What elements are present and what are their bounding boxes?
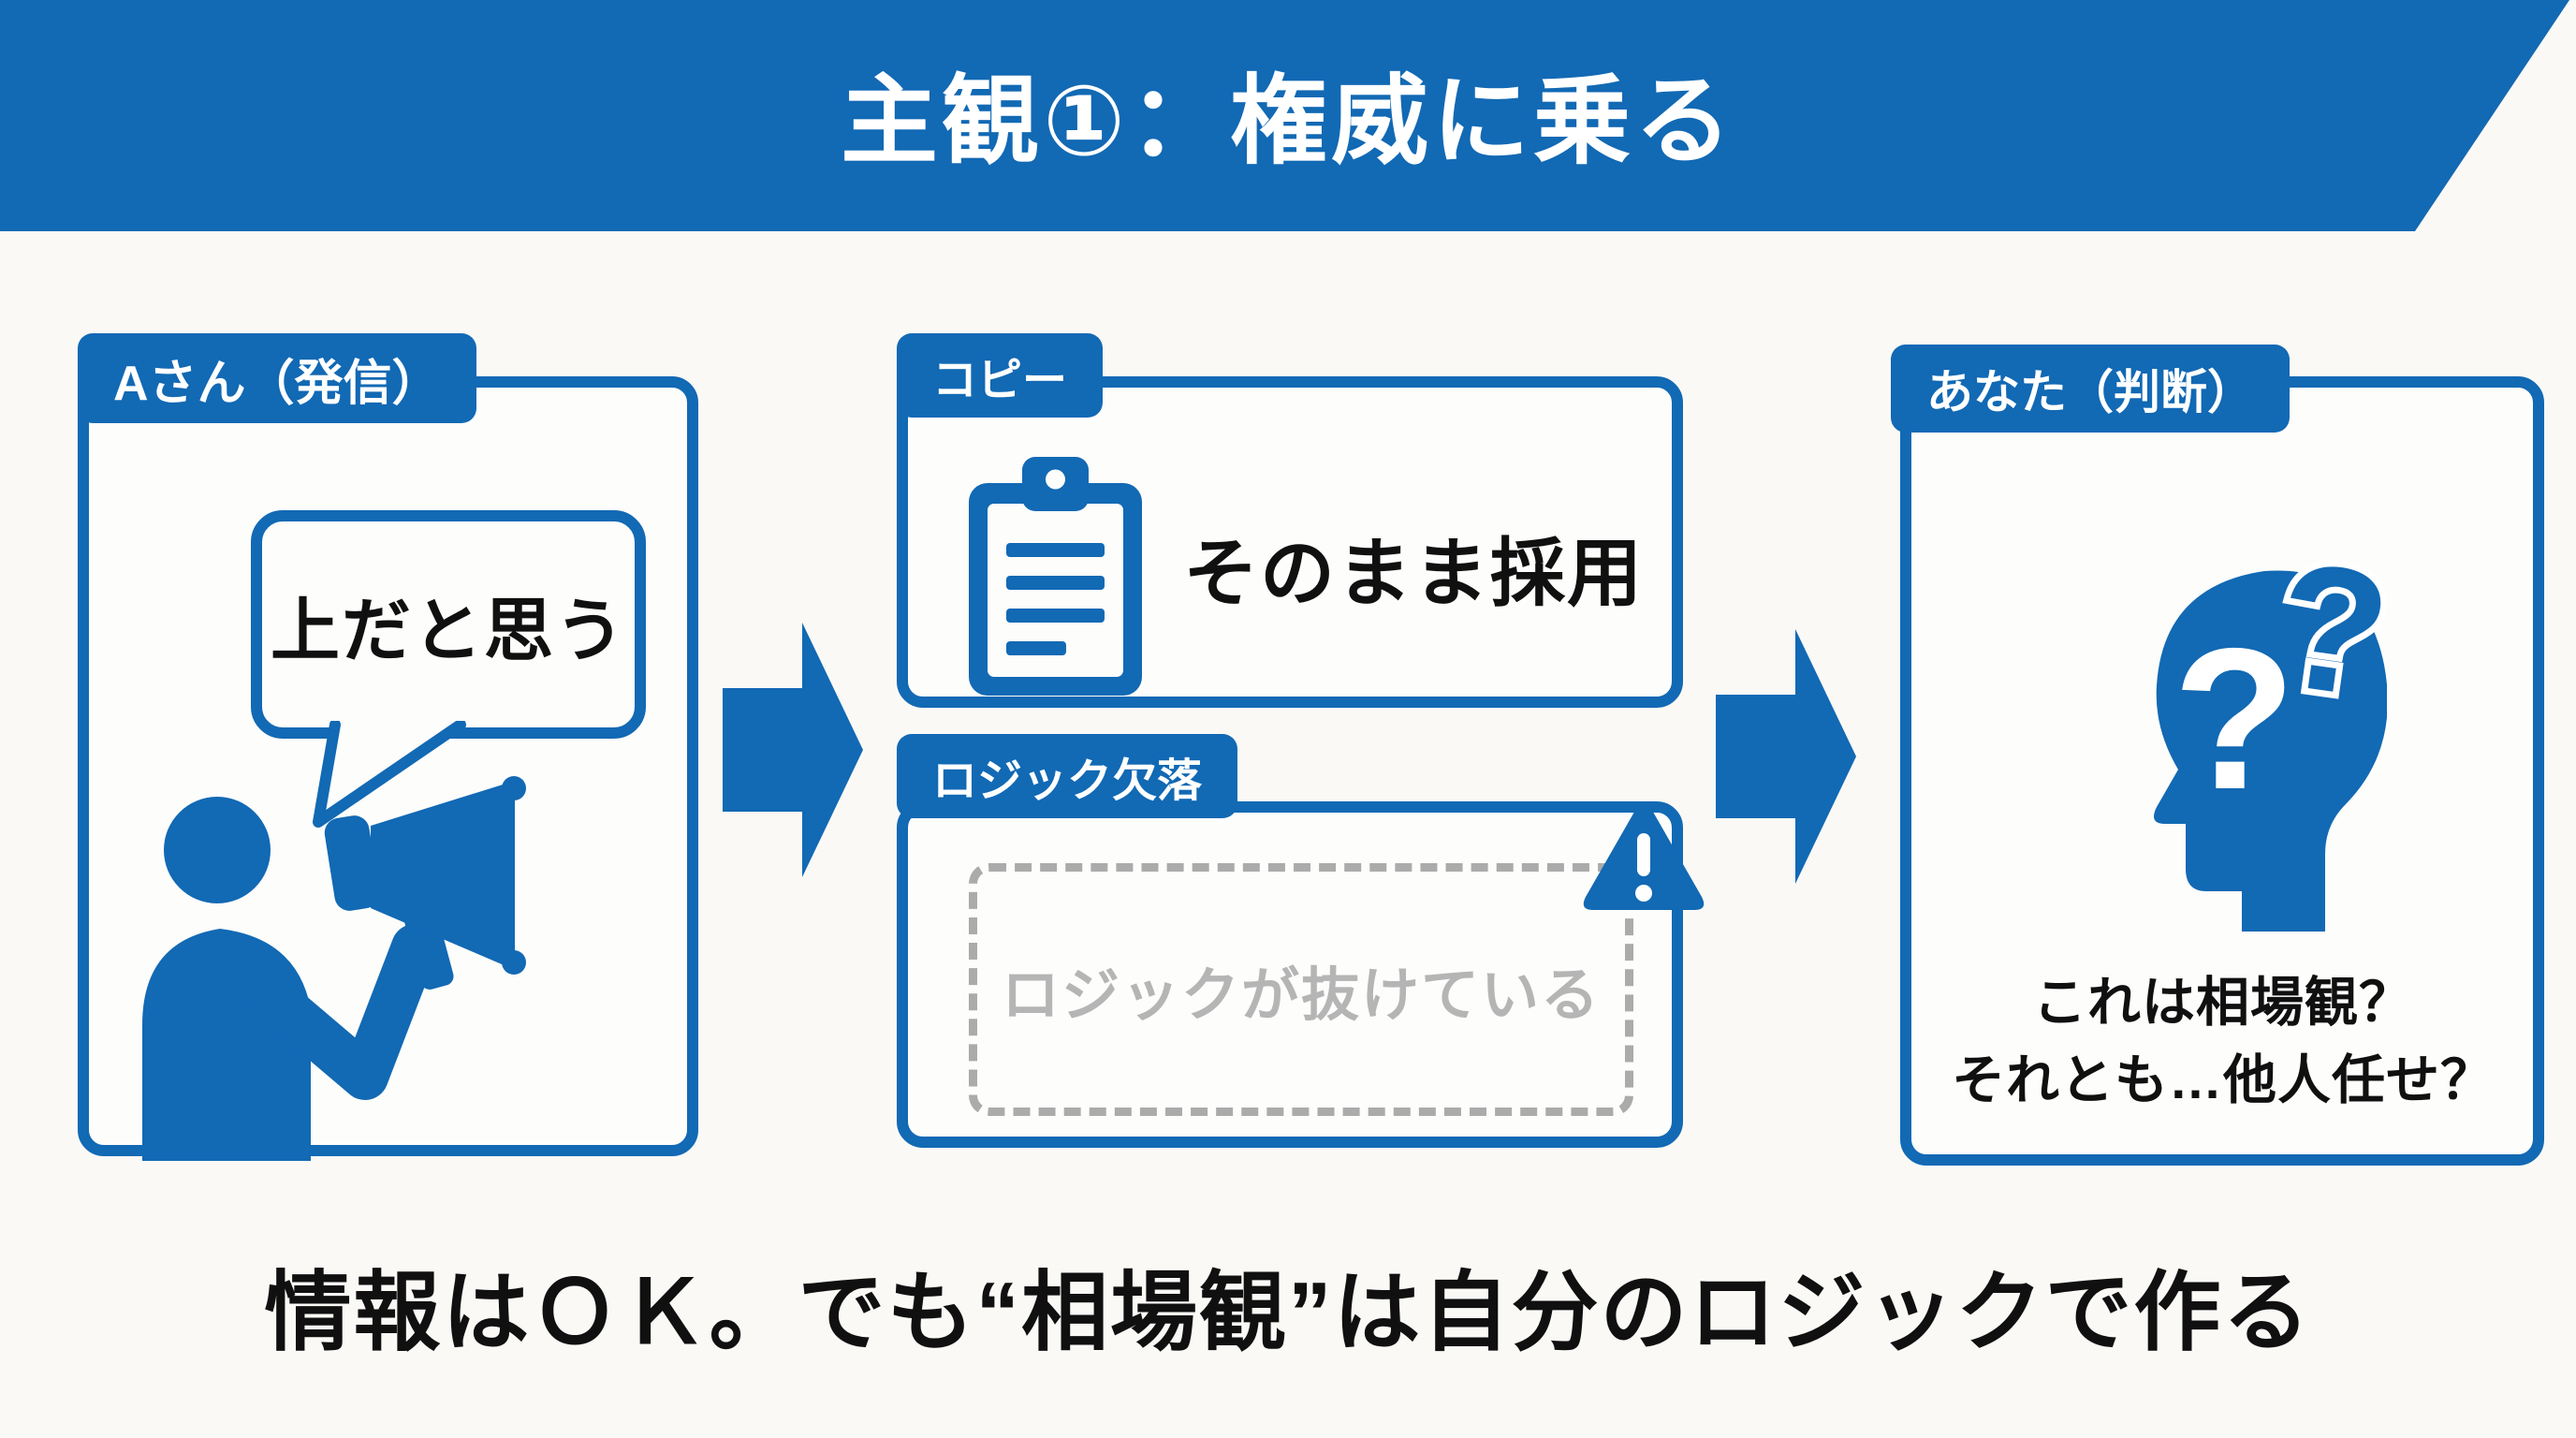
tab-sender: Aさん（発信） [78, 333, 476, 423]
page-title: 主観①：権威に乗る [840, 67, 1736, 176]
flow-arrow-icon [1716, 629, 1856, 884]
person-megaphone-icon [142, 776, 526, 1161]
missing-logic-text: ロジックが抜けている [1001, 963, 1601, 1028]
tab-logic-gap-label: ロジック欠落 [932, 756, 1203, 806]
tab-logic-gap: ロジック欠落 [897, 734, 1238, 818]
tab-you: あなた（判断） [1891, 345, 2290, 433]
takeaway-message: 情報はＯＫ。でも“相場観”は自分のロジックで作る [264, 1264, 2312, 1361]
speech-bubble-tail [313, 721, 466, 828]
tab-you-label: あなた（判断） [1926, 366, 2254, 418]
missing-logic-placeholder-box: ロジックが抜けている [969, 863, 1633, 1116]
tab-copy-label: コピー [932, 356, 1068, 405]
speech-bubble-text: 上だと思う [271, 591, 626, 669]
copy-label: そのまま採用 [1183, 532, 1644, 615]
tab-sender-label: Aさん（発信） [113, 356, 441, 411]
warning-icon [1583, 801, 1705, 910]
head-question-icon: ? ? [2154, 518, 2387, 932]
judgment-question-text: これは相場観？ それとも…他人任せ？ [1924, 964, 2523, 1119]
svg-text:?: ? [2173, 606, 2295, 831]
panel-logic-gap [897, 801, 1683, 1148]
judgment-question-line1: これは相場観？ [2033, 973, 2413, 1033]
flow-arrow-icon [723, 623, 863, 877]
svg-text:?: ? [2265, 524, 2387, 736]
title-banner: 主観①：権威に乗る [0, 0, 2569, 231]
tab-copy: コピー [897, 333, 1104, 418]
clipboard-icon [969, 457, 1142, 696]
speech-bubble: 上だと思う [251, 510, 646, 739]
judgment-question-line2: それとも…他人任せ？ [1952, 1049, 2495, 1110]
